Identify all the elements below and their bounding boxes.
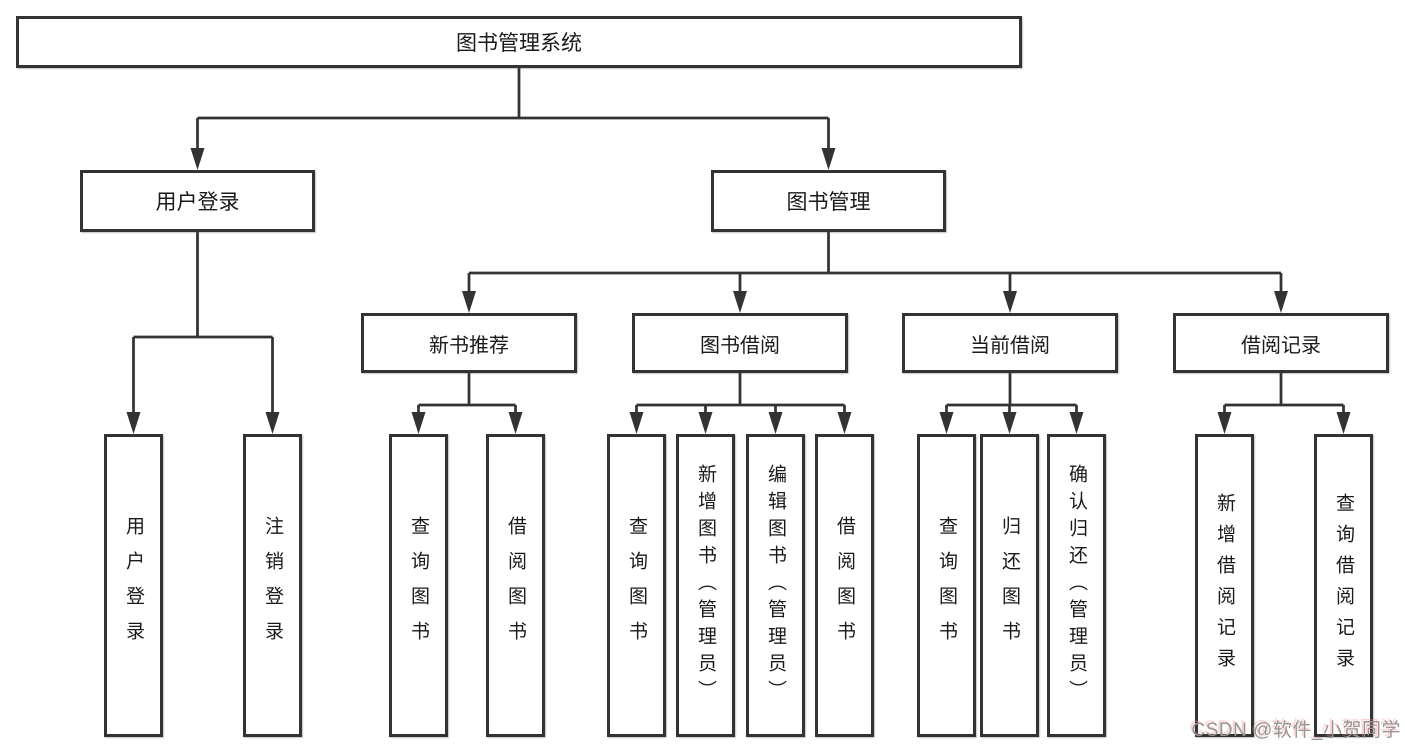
leaf-add-borrow-record: 新增借阅记录 [1195, 434, 1254, 737]
node-label: 借阅图书 [505, 515, 526, 656]
node-label: 图书管理 [786, 191, 871, 214]
node-label: 新书推荐 [429, 334, 509, 357]
node-label: 图书借阅 [700, 334, 780, 357]
node-label: 编辑图书（管理员） [765, 464, 786, 707]
node-label: 新增借阅记录 [1214, 492, 1235, 679]
node-new-book-recommendation: 新书推荐 [361, 313, 577, 373]
node-label: 查询图书 [936, 515, 957, 656]
node-book-borrowing: 图书借阅 [632, 313, 848, 373]
node-current-borrowing: 当前借阅 [902, 313, 1118, 373]
watermark: CSDN @软件_小贺同学 [1191, 720, 1401, 741]
node-borrowing-records: 借阅记录 [1173, 313, 1389, 373]
node-label: 查询图书 [626, 515, 647, 656]
leaf-query-books-recommend: 查询图书 [389, 434, 448, 737]
leaf-return-books: 归还图书 [980, 434, 1039, 737]
leaf-query-books-current: 查询图书 [917, 434, 976, 737]
node-label: 查询借阅记录 [1333, 492, 1354, 679]
node-label: 借阅图书 [834, 515, 855, 656]
node-label: 借阅记录 [1241, 334, 1321, 357]
leaf-query-books-borrowing: 查询图书 [607, 434, 666, 737]
leaf-confirm-return-admin: 确认归还（管理员） [1047, 434, 1106, 737]
node-label: 归还图书 [999, 515, 1020, 656]
leaf-borrow-books-recommend: 借阅图书 [486, 434, 545, 737]
leaf-borrow-books: 借阅图书 [815, 434, 874, 737]
node-label: 新增图书（管理员） [695, 464, 716, 707]
leaf-user-login: 用户登录 [104, 434, 163, 737]
node-user-login-branch: 用户登录 [80, 170, 315, 232]
node-book-management-branch: 图书管理 [711, 170, 946, 232]
leaf-add-books-admin: 新增图书（管理员） [676, 434, 735, 737]
node-label: 图书管理系统 [456, 32, 582, 55]
node-label: 用户登录 [123, 515, 144, 656]
leaf-query-borrow-record: 查询借阅记录 [1314, 434, 1373, 737]
node-label: 当前借阅 [970, 334, 1050, 357]
node-label: 查询图书 [408, 515, 429, 656]
node-label: 注销登录 [262, 515, 283, 656]
node-library-management-system: 图书管理系统 [16, 16, 1022, 68]
leaf-logout: 注销登录 [243, 434, 302, 737]
node-label: 确认归还（管理员） [1066, 464, 1087, 707]
node-label: 用户登录 [155, 191, 240, 214]
leaf-edit-books-admin: 编辑图书（管理员） [746, 434, 805, 737]
